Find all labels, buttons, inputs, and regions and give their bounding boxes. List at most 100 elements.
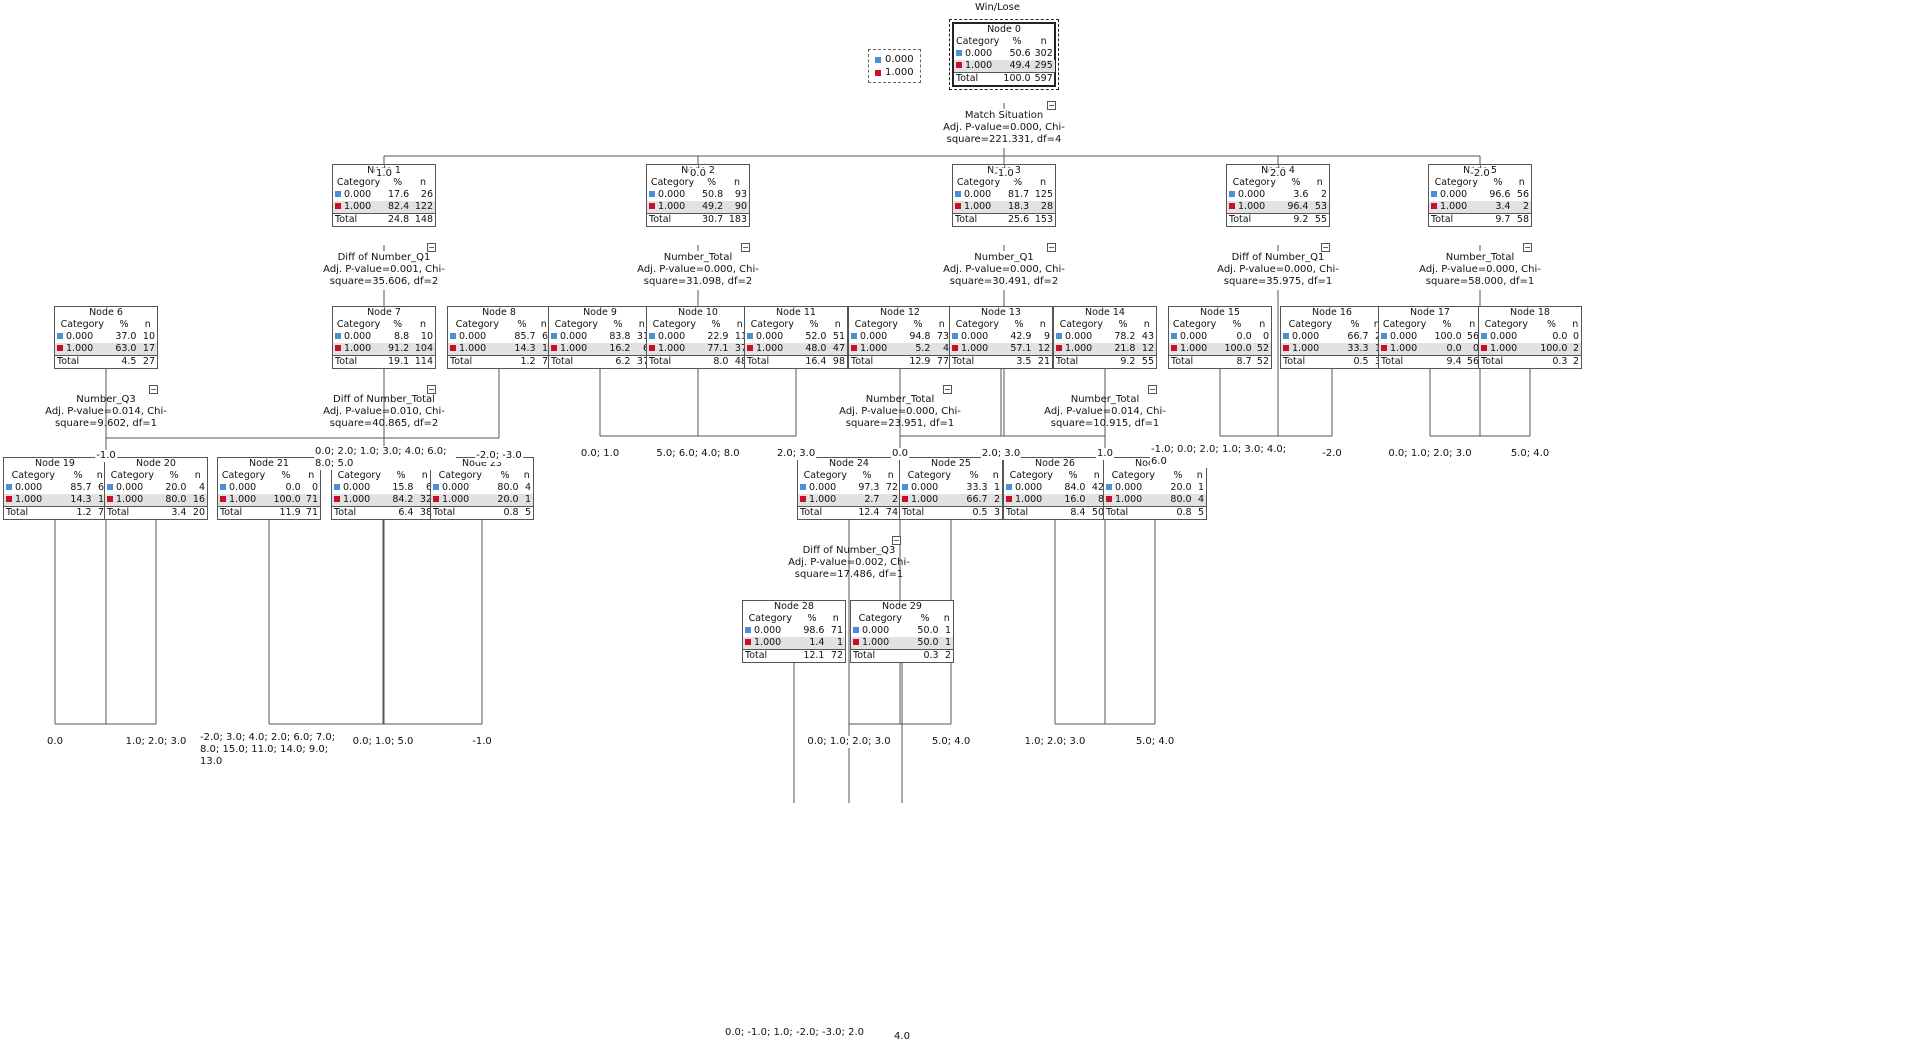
category-label: 1.000 <box>1490 343 1518 354</box>
node-title: Node 24 <box>829 458 869 469</box>
percent-cell: 84.0 <box>1064 482 1086 493</box>
split-pvalue: Adj. P-value=0.014, Chi- <box>45 406 167 417</box>
category-swatch <box>6 496 12 502</box>
total-percent: 0.3 <box>909 649 941 662</box>
collapse-node-button[interactable]: − <box>943 385 952 394</box>
category-label: 0.000 <box>754 625 782 636</box>
total-count: 27 <box>138 355 157 368</box>
category-swatch <box>1106 496 1112 502</box>
category-label: 1.000 <box>1440 201 1468 212</box>
total-percent: 9.7 <box>1483 213 1513 226</box>
category-cell: 1.000 <box>849 343 904 356</box>
collapse-node-button[interactable]: − <box>1047 243 1056 252</box>
category-cell: 0.000 <box>1429 189 1484 201</box>
collapse-node-button[interactable]: − <box>149 385 158 394</box>
collapse-node-button[interactable]: − <box>1523 243 1532 252</box>
count-cell: 10 <box>420 331 433 342</box>
category-label: 0.000 <box>1490 331 1518 342</box>
count-cell: 4 <box>198 482 205 493</box>
header-percent: % <box>1232 319 1242 330</box>
count-cell: 4 <box>1193 494 1206 507</box>
category-swatch <box>1381 333 1387 339</box>
percent-cell: 22.9 <box>707 331 729 342</box>
collapse-node-button[interactable]: − <box>741 243 750 252</box>
header-n: n <box>1040 177 1047 188</box>
category-label: 0.000 <box>1180 331 1208 342</box>
total-count: 52 <box>1253 355 1271 368</box>
header-category: Category <box>455 319 499 330</box>
header-category: Category <box>221 470 266 481</box>
header-percent: % <box>1493 177 1503 188</box>
collapse-node-button[interactable]: − <box>427 385 436 394</box>
category-label: 0.000 <box>1238 189 1266 200</box>
node-header-row: Category%n <box>448 319 550 331</box>
category-label: 1.000 <box>442 494 470 505</box>
collapse-node-button[interactable]: − <box>427 243 436 252</box>
category-cell: 0.000 <box>1104 482 1163 494</box>
collapse-node-button[interactable]: − <box>1321 243 1330 252</box>
tree-node-4[interactable]: Node 4Category%n0.0003.621.00096.453Tota… <box>1226 164 1330 227</box>
category-cell: 1.000 <box>745 343 800 356</box>
collapse-node-button[interactable]: − <box>1047 101 1056 110</box>
count-cell: 93 <box>734 189 747 200</box>
count-cell: 72 <box>885 482 898 493</box>
category-swatch <box>747 333 753 339</box>
count-cell: 16 <box>188 494 207 507</box>
total-count: 183 <box>725 213 749 226</box>
category-label: 0.000 <box>344 331 372 342</box>
count-cell: 1 <box>93 494 106 507</box>
split-variable: Number_Q1 <box>974 252 1034 263</box>
header-category: Category <box>956 177 1001 188</box>
tree-node-9[interactable]: Node 9Category%n0.00083.8311.00016.26Tot… <box>548 306 652 369</box>
tree-node-16[interactable]: Node 16Category%n0.00066.721.00033.31Tot… <box>1280 306 1384 369</box>
node-title: Node 16 <box>1312 307 1352 318</box>
node-title: Node 25 <box>931 458 971 469</box>
total-percent: 6.2 <box>603 355 633 368</box>
percent-cell: 50.8 <box>701 189 724 200</box>
total-count: 7 <box>93 506 106 519</box>
collapse-node-button[interactable]: − <box>1148 385 1157 394</box>
category-swatch <box>335 203 341 209</box>
split-chisquare: square=221.331, df=4 <box>946 134 1062 145</box>
category-cell: 0.000 <box>332 482 387 494</box>
tree-node-27[interactable]: Node 27Category%n0.00020.011.00080.04Tot… <box>1103 457 1207 520</box>
header-category: Category <box>907 470 951 481</box>
category-label: 1.000 <box>860 343 888 354</box>
category-cell: 1.000 <box>1004 494 1059 507</box>
count-cell: 32 <box>415 494 434 507</box>
collapse-node-button[interactable]: − <box>892 536 901 545</box>
count-cell: 6 <box>425 482 432 493</box>
